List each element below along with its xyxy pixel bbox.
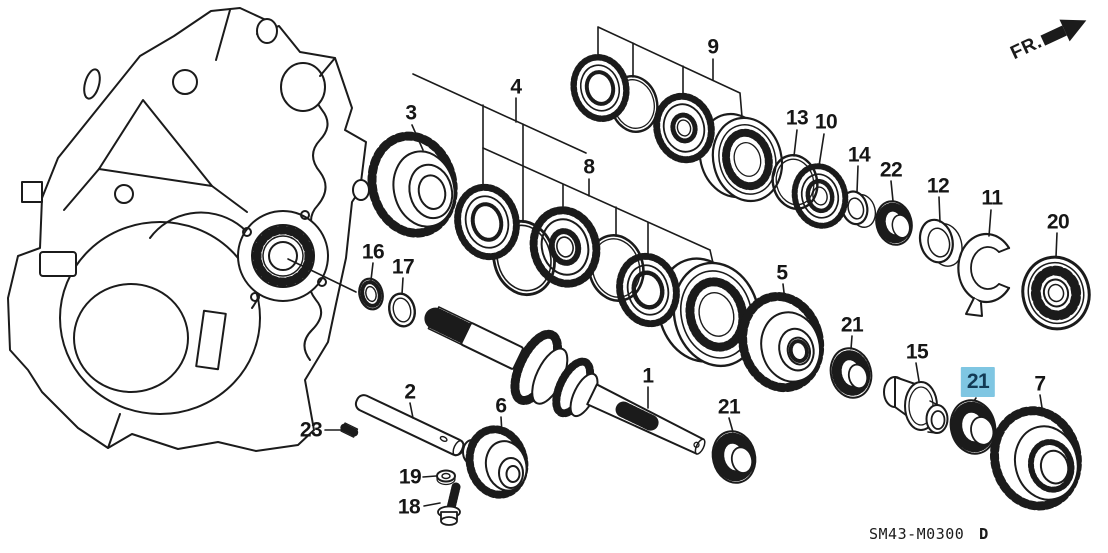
part-callout-1[interactable]: 1 (642, 364, 654, 388)
part-callout-2[interactable]: 2 (404, 380, 416, 404)
synchro-sleeve (691, 104, 791, 212)
spring-pin-23 (341, 423, 358, 437)
part-callout-23[interactable]: 23 (299, 418, 323, 442)
synchro-sleeve-group-9 (567, 52, 790, 212)
ball-bearing-20 (1015, 250, 1096, 336)
bolt-18 (438, 487, 460, 525)
part-callout-15[interactable]: 15 (905, 340, 929, 364)
part-callout-13[interactable]: 13 (785, 106, 809, 130)
part-callout-3[interactable]: 3 (405, 101, 417, 125)
drawing-code-suffix: D (979, 525, 988, 543)
part-callout-19[interactable]: 19 (398, 465, 422, 489)
arrow-shaft (1040, 25, 1067, 46)
leader-lines (288, 27, 1057, 506)
part-callout-7[interactable]: 7 (1034, 372, 1046, 396)
synchro-ring-8c (613, 250, 684, 330)
gear-7 (985, 402, 1088, 515)
drawing-code: SM43-M0300 D (869, 525, 988, 543)
transmission-housing (8, 8, 369, 451)
collar-15 (884, 377, 948, 433)
needle-bearing-21-low (707, 427, 760, 488)
needle-bearing-21-highlighted (945, 395, 1001, 458)
synchro-hub (650, 90, 718, 165)
washer-19 (437, 471, 455, 485)
gear-hub-8a (526, 204, 604, 291)
set-plate-11 (958, 234, 1009, 316)
o-ring-17 (386, 291, 418, 329)
arrow-head (1059, 19, 1087, 42)
gear-6 (463, 423, 532, 500)
part-callout-21[interactable]: 21 (717, 395, 741, 419)
reverse-sleeve-8 (648, 246, 770, 378)
part-callout-16[interactable]: 16 (361, 240, 385, 264)
needle-bearing-21-mid (826, 344, 877, 402)
part-callout-17[interactable]: 17 (391, 255, 415, 279)
part-callout-6[interactable]: 6 (495, 394, 507, 418)
synchro-ring-4a (450, 181, 523, 263)
part-callout-4[interactable]: 4 (510, 75, 522, 99)
part-callout-10[interactable]: 10 (814, 110, 838, 134)
synchro-ring (567, 52, 632, 125)
part-callout-14[interactable]: 14 (847, 143, 871, 167)
part-callout-8[interactable]: 8 (583, 155, 595, 179)
thrust-washer-16 (356, 276, 386, 312)
upper-right-parts-row (767, 150, 1097, 335)
third-row-parts (733, 288, 1087, 515)
snap-ring-13 (767, 150, 823, 213)
needle-bearing-22 (872, 197, 917, 248)
drawing-code-text: SM43-M0300 (869, 525, 964, 543)
part-callout-22[interactable]: 22 (879, 158, 903, 182)
part-callout-5[interactable]: 5 (776, 261, 788, 285)
gear-3 (362, 127, 463, 241)
part-callout-12[interactable]: 12 (926, 174, 950, 198)
part-callout-20[interactable]: 20 (1046, 210, 1070, 234)
part-callout-9[interactable]: 9 (707, 35, 719, 59)
second-row-parts (362, 127, 770, 378)
part-callout-18[interactable]: 18 (397, 495, 421, 519)
housing-bearing-bore (238, 211, 328, 301)
mainshaft-1 (418, 285, 719, 480)
part-callout-11[interactable]: 11 (981, 186, 1003, 210)
collar-12 (916, 214, 967, 271)
part-callout-21[interactable]: 21 (840, 313, 864, 337)
bottom-row-parts (341, 276, 761, 525)
part-callout-21-highlighted[interactable]: 21 (960, 367, 996, 397)
gear-5 (733, 288, 829, 396)
